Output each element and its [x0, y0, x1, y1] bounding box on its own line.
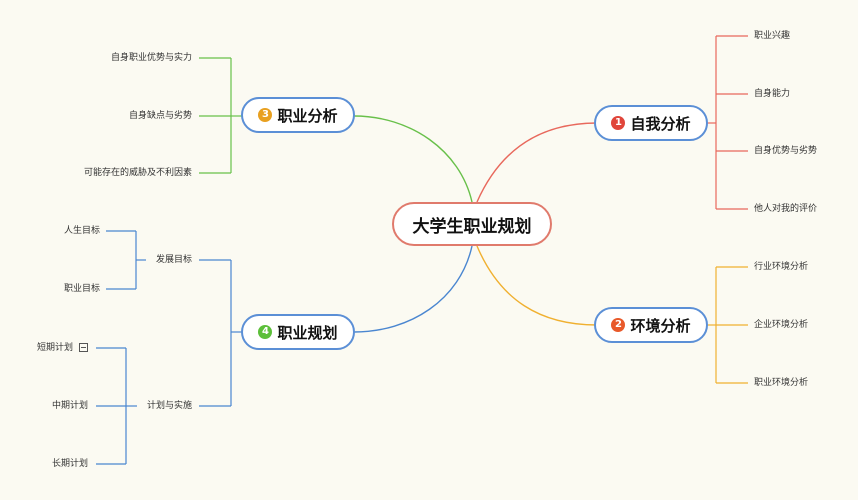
subtopic-plan-implementation[interactable]: 计划与实施	[146, 401, 192, 411]
leaf-short-term-plan-label: 短期计划	[36, 343, 73, 353]
link-central-env	[476, 245, 598, 326]
leaf-enterprise-environment[interactable]: 企业环境分析	[754, 320, 809, 330]
number-badge-4: 4	[258, 325, 273, 339]
leaf-short-term-plan[interactable]: 短期计划	[37, 342, 88, 354]
number-badge-3: 3	[258, 108, 273, 122]
leaf-long-term-plan[interactable]: 长期计划	[51, 459, 88, 469]
leaf-shortcomings[interactable]: 自身缺点与劣势	[128, 111, 192, 121]
leaf-career-goal[interactable]: 职业目标	[63, 284, 100, 294]
topic-self-analysis-label: 自我分析	[630, 114, 691, 133]
self-bracket	[706, 35, 748, 210]
leaf-life-goal[interactable]: 人生目标	[63, 226, 100, 236]
link-central-plan	[353, 245, 473, 333]
link-central-career	[353, 115, 473, 203]
plan-bracket	[96, 230, 242, 465]
central-topic-label: 大学生职业规划	[412, 216, 532, 237]
note-icon[interactable]	[79, 343, 88, 352]
number-badge-1: 1	[611, 116, 626, 130]
topic-career-analysis[interactable]: 3 职业分析	[241, 97, 355, 133]
leaf-occupation-environment[interactable]: 职业环境分析	[754, 378, 809, 388]
topic-career-planning[interactable]: 4 职业规划	[241, 314, 355, 350]
topic-self-analysis[interactable]: 1 自我分析	[594, 105, 708, 141]
topic-environment-analysis-label: 环境分析	[630, 316, 691, 335]
leaf-career-strengths[interactable]: 自身职业优势与实力	[110, 53, 192, 63]
leaf-career-interest[interactable]: 职业兴趣	[754, 31, 791, 41]
subtopic-development-goals[interactable]: 发展目标	[155, 255, 192, 265]
leaf-mid-term-plan[interactable]: 中期计划	[51, 401, 88, 411]
leaf-industry-environment[interactable]: 行业环境分析	[754, 262, 809, 272]
topic-environment-analysis[interactable]: 2 环境分析	[594, 307, 708, 343]
leaf-others-evaluation[interactable]: 他人对我的评价	[754, 204, 818, 214]
number-badge-2: 2	[611, 318, 626, 332]
link-central-self	[476, 122, 598, 203]
leaf-threats[interactable]: 可能存在的威胁及不利因素	[83, 168, 192, 178]
topic-career-planning-label: 职业规划	[277, 323, 338, 342]
env-bracket	[706, 266, 748, 384]
leaf-own-ability[interactable]: 自身能力	[754, 89, 791, 99]
career-bracket	[199, 57, 242, 174]
leaf-strengths-weaknesses[interactable]: 自身优势与劣势	[754, 146, 818, 156]
central-topic[interactable]: 大学生职业规划	[392, 202, 552, 246]
topic-career-analysis-label: 职业分析	[277, 106, 338, 125]
